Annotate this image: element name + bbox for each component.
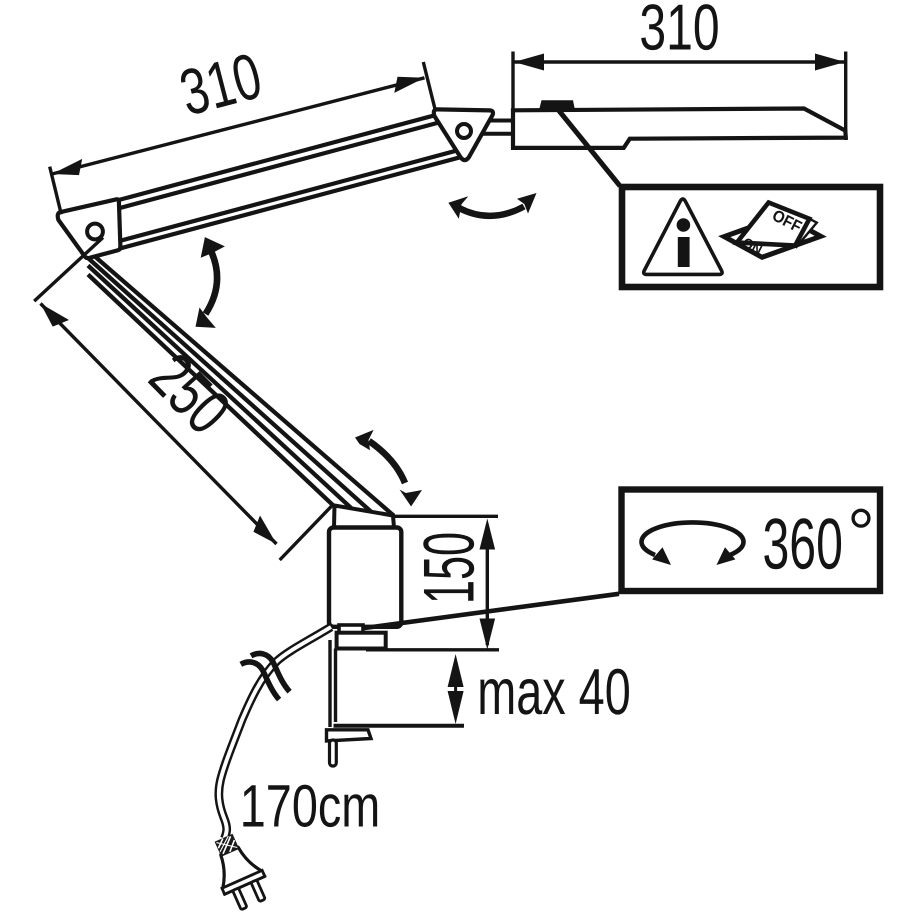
svg-text:250: 250 xyxy=(136,339,244,447)
svg-text:max 40: max 40 xyxy=(477,655,630,728)
svg-text:150: 150 xyxy=(410,532,490,604)
svg-text:310: 310 xyxy=(173,39,269,130)
svg-text:170cm: 170cm xyxy=(240,773,380,840)
svg-text:310: 310 xyxy=(639,0,719,64)
svg-text:360: 360 xyxy=(762,505,842,585)
